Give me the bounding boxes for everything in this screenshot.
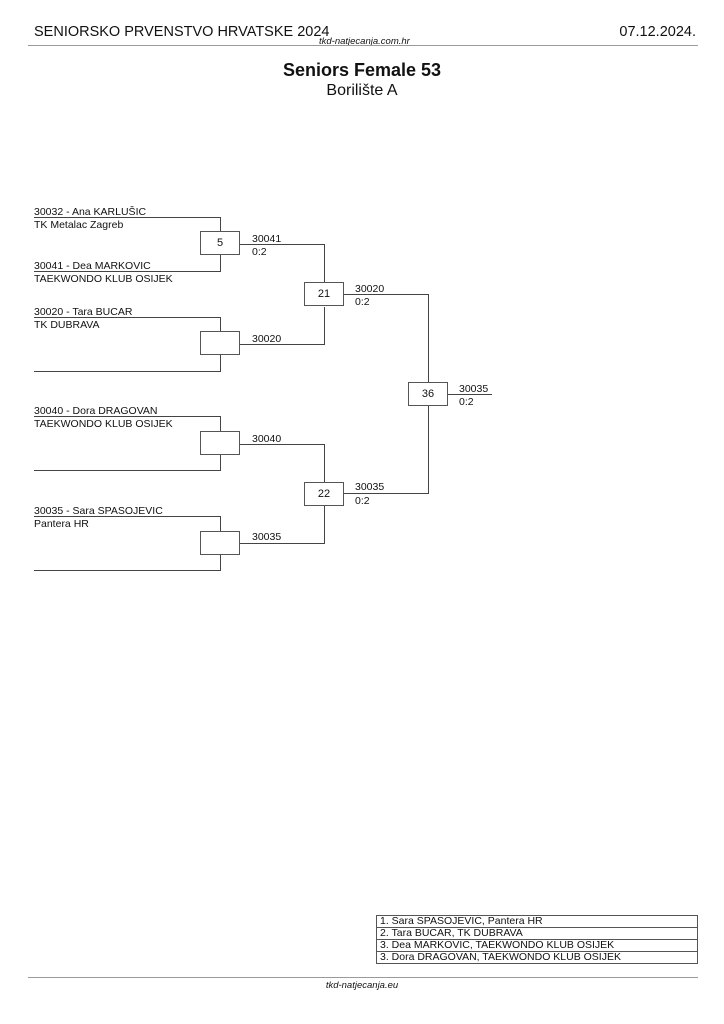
entrant-club: Pantera HR: [34, 518, 89, 530]
table-row: 1. Sara SPASOJEVIC, Pantera HR: [376, 915, 698, 928]
match-score: 0:2: [355, 495, 370, 507]
result-cell: 2. Tara BUCAR, TK DUBRAVA: [376, 927, 698, 940]
table-row: 3. Dea MARKOVIC, TAEKWONDO KLUB OSIJEK: [376, 939, 698, 952]
results-table: 1. Sara SPASOJEVIC, Pantera HR 2. Tara B…: [376, 915, 698, 964]
result-cell: 1. Sara SPASOJEVIC, Pantera HR: [376, 915, 698, 928]
footer-divider: [28, 977, 698, 978]
entrant-name: 30020 - Tara BUCAR: [34, 306, 133, 318]
match-score: 0:2: [252, 246, 267, 258]
table-row: 3. Dora DRAGOVAN, TAEKWONDO KLUB OSIJEK: [376, 951, 698, 964]
event-title: SENIORSKO PRVENSTVO HRVATSKE 2024: [34, 24, 330, 40]
header-site: tkd-natjecanja.com.hr: [319, 36, 410, 47]
match-winner: 30035: [252, 531, 282, 543]
match-box: 22: [304, 482, 344, 506]
entrant-club: TK DUBRAVA: [34, 319, 100, 331]
entrant-club: TAEKWONDO KLUB OSIJEK: [34, 273, 173, 285]
match-winner: 30040: [252, 433, 282, 445]
header-divider: [28, 45, 698, 46]
match-box: [200, 531, 240, 555]
entrant-name: 30035 - Sara SPASOJEVIC: [34, 505, 163, 517]
match-winner: 30020: [252, 333, 282, 345]
entrant-name: 30032 - Ana KARLUŠIC: [34, 206, 147, 218]
page-subtitle: Borilište A: [326, 82, 398, 99]
entrant-club: TAEKWONDO KLUB OSIJEK: [34, 418, 173, 430]
footer-site: tkd-natjecanja.eu: [325, 980, 399, 991]
match-winner: 30035: [355, 481, 385, 493]
match-box: [200, 331, 240, 355]
match-box: 5: [200, 231, 240, 255]
entrant-name: 30040 - Dora DRAGOVAN: [34, 405, 158, 417]
event-date: 07.12.2024.: [619, 24, 696, 40]
result-cell: 3. Dora DRAGOVAN, TAEKWONDO KLUB OSIJEK: [376, 951, 698, 964]
match-winner: 30020: [355, 283, 385, 295]
match-box: 21: [304, 282, 344, 306]
match-box: [200, 431, 240, 455]
result-cell: 3. Dea MARKOVIC, TAEKWONDO KLUB OSIJEK: [376, 939, 698, 952]
match-score: 0:2: [355, 296, 370, 308]
entrant-name: 30041 - Dea MARKOVIC: [34, 260, 151, 272]
table-row: 2. Tara BUCAR, TK DUBRAVA: [376, 927, 698, 940]
match-winner: 30041: [252, 233, 282, 245]
match-score: 0:2: [459, 396, 474, 408]
page-title: Seniors Female 53: [282, 60, 442, 80]
match-box: 36: [408, 382, 448, 406]
match-winner: 30035: [459, 383, 489, 395]
entrant-club: TK Metalac Zagreb: [34, 219, 124, 231]
